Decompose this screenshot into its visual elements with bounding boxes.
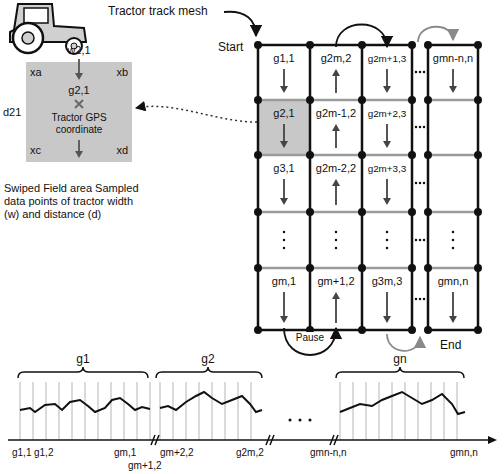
annotation-label: Tractor track mesh bbox=[108, 4, 208, 18]
gps-cell-inset: xa xb g2,1Tractor GPS coordinatexc xd bbox=[26, 62, 132, 162]
cell-label: g2m,2 bbox=[312, 52, 360, 65]
ellipsis-dots bbox=[284, 72, 453, 299]
turn-arrow bbox=[418, 27, 453, 42]
mesh-vertex bbox=[258, 45, 478, 330]
mesh-cell: gm,1 bbox=[260, 270, 308, 328]
annotation-label: w2,1 bbox=[67, 44, 90, 57]
cell-label: g2m+2,3 bbox=[364, 107, 410, 120]
signal-label: gn bbox=[393, 352, 406, 366]
width-arrow bbox=[78, 59, 80, 74]
axis-break bbox=[151, 435, 338, 445]
direction-arrow bbox=[284, 69, 453, 323]
inset-cell-fill bbox=[26, 62, 132, 162]
mesh-cell: g2m+3,3 bbox=[364, 157, 410, 210]
travel-arrow bbox=[78, 140, 80, 152]
turn-arrow bbox=[387, 334, 420, 351]
cell-label: g2,1 bbox=[260, 107, 308, 120]
signal-trace bbox=[340, 392, 465, 414]
tractor-rear-wheel bbox=[13, 23, 43, 53]
mesh-cell: g1,1 bbox=[260, 47, 308, 98]
cell-label: gm,1 bbox=[260, 275, 308, 288]
signal-label: gm+1,2 bbox=[128, 460, 162, 472]
mesh-cell: g2,1 bbox=[260, 102, 308, 153]
cell-label: gmn,n bbox=[430, 275, 476, 288]
cell-label: gmn-n,n bbox=[430, 52, 476, 65]
mesh-cell: g2m+2,3 bbox=[364, 102, 410, 153]
mesh-cell: g2m+1,3 bbox=[364, 47, 410, 98]
signal-label: g1,1 bbox=[12, 447, 31, 459]
cell-annotation: g2,1 bbox=[26, 84, 132, 97]
cell-label: g2m-2,2 bbox=[312, 162, 360, 175]
travel-arrow-head bbox=[75, 151, 83, 158]
track-turn-connector bbox=[284, 328, 336, 355]
cell-label: g2m+1,3 bbox=[364, 52, 410, 65]
mesh-cell: gm+1,2 bbox=[312, 270, 360, 328]
time-axis bbox=[8, 439, 488, 441]
direction-arrow-head bbox=[280, 69, 457, 323]
annotation-label: d21 bbox=[3, 106, 21, 119]
annotation-label: Start bbox=[218, 40, 243, 54]
sample-tick bbox=[20, 382, 457, 440]
signal-label: g2m,2 bbox=[236, 447, 264, 459]
gps-cross bbox=[75, 100, 83, 108]
annotation-label: Swiped Field area Sampled data points of… bbox=[4, 182, 144, 221]
mesh-cell: g3,1 bbox=[260, 157, 308, 210]
mesh-cell: gmn-n,n bbox=[430, 47, 476, 98]
cell-annotation: xa bbox=[30, 66, 42, 79]
signal-label: gmn,n bbox=[450, 447, 478, 459]
signal-label: g1,2 bbox=[34, 447, 53, 459]
zoom-leader bbox=[136, 106, 262, 122]
annotation-label: End bbox=[440, 338, 461, 352]
cell-label: g1,1 bbox=[260, 52, 308, 65]
group-brace bbox=[156, 367, 262, 378]
signal-label: gm+2,2 bbox=[160, 447, 194, 459]
group-brace bbox=[336, 367, 464, 378]
cell-label: g3,1 bbox=[260, 162, 308, 175]
axis-arrow-head bbox=[488, 436, 497, 444]
cell-label: g3m,3 bbox=[364, 275, 410, 288]
signal-label: gmn-n,n bbox=[310, 447, 347, 459]
width-arrow-head bbox=[75, 73, 83, 80]
signal-trace bbox=[20, 398, 150, 412]
mesh-cell: g2m-1,2 bbox=[312, 102, 360, 153]
mesh-column-line bbox=[258, 45, 478, 330]
signal-label: g1 bbox=[76, 352, 89, 366]
tractor-window bbox=[24, 8, 48, 23]
mesh-cell: gmn,n bbox=[430, 270, 476, 328]
mesh-cell: g2m-2,2 bbox=[312, 157, 360, 210]
cell-annotation: xc bbox=[30, 144, 41, 157]
group-brace bbox=[18, 367, 148, 378]
mesh-cell: g2m,2 bbox=[312, 47, 360, 98]
signal-trace bbox=[160, 392, 262, 412]
mesh-gridline bbox=[258, 100, 478, 268]
cell-annotation: xb bbox=[116, 66, 128, 79]
signal-label: gm,1 bbox=[114, 447, 136, 459]
track-turn-connector bbox=[336, 25, 387, 48]
cell-annotation: Tractor GPS coordinate bbox=[42, 112, 116, 136]
ellipsis-dots bbox=[290, 419, 310, 422]
cell-label: gm+1,2 bbox=[312, 275, 360, 288]
cell-label: g2m+3,3 bbox=[364, 162, 410, 175]
connector-label: Pause bbox=[295, 332, 325, 344]
signal-label: g2 bbox=[201, 352, 214, 366]
cell-label: g2m-1,2 bbox=[312, 107, 360, 120]
mesh-cell: g3m,3 bbox=[364, 270, 410, 328]
cell-annotation: xd bbox=[116, 144, 128, 157]
tractor-hub bbox=[22, 32, 34, 44]
mesh-border bbox=[258, 45, 478, 330]
start-arrow bbox=[224, 12, 256, 36]
